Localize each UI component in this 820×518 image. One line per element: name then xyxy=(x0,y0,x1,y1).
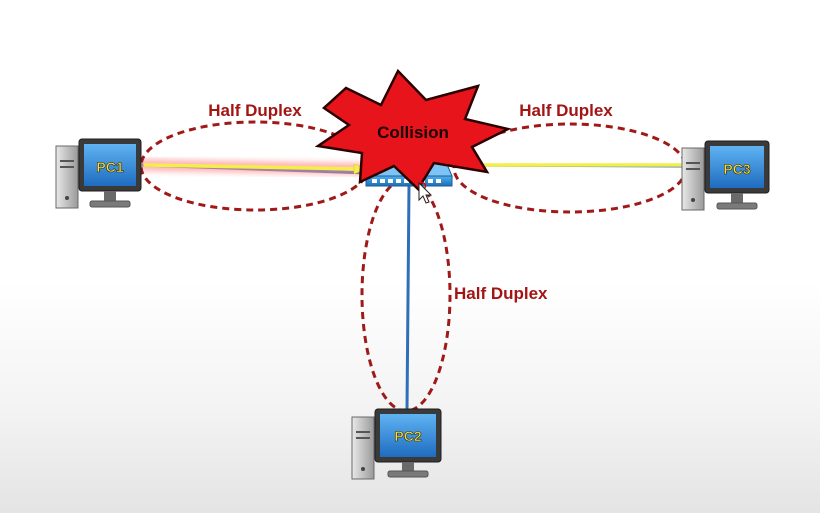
pc2-computer: PC2 xyxy=(351,408,442,480)
collision-label: Collision xyxy=(377,123,449,142)
collision-burst: Collision xyxy=(314,68,512,191)
pc3-label: PC3 xyxy=(723,161,750,177)
pc1-label: PC1 xyxy=(96,159,123,175)
pc1-computer: PC1 xyxy=(55,138,142,209)
pc2-label: PC2 xyxy=(394,428,421,444)
half-duplex-label-pc1: Half Duplex xyxy=(208,101,302,120)
collision-domain-pc2 xyxy=(360,177,452,413)
cable-pc2-hub xyxy=(405,184,411,411)
half-duplex-label-pc2: Half Duplex xyxy=(454,284,548,303)
half-duplex-label-pc3: Half Duplex xyxy=(519,101,613,120)
signal-pc1 xyxy=(139,159,368,175)
pc3-computer: PC3 xyxy=(681,140,770,211)
mouse-cursor-icon xyxy=(417,181,433,204)
collision-star-icon xyxy=(314,68,512,191)
